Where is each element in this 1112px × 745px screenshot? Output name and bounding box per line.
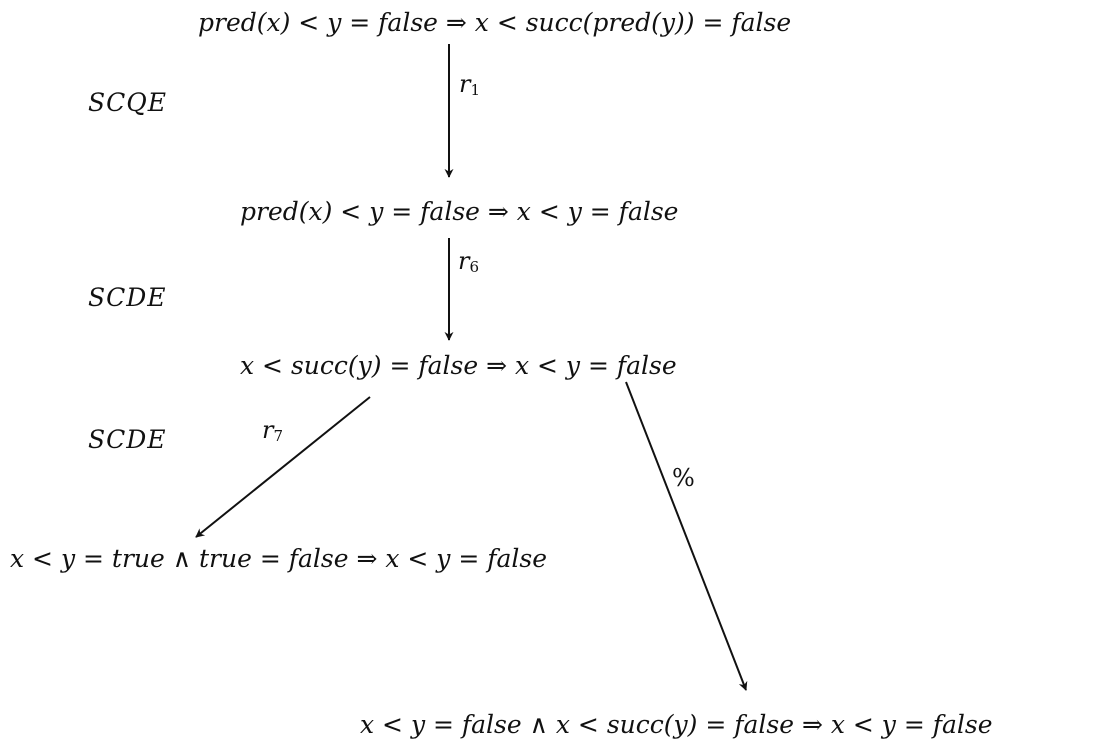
term-node-2: pred(x) < y = false ⇒ x < y = false — [240, 197, 679, 226]
side-label-scde-1: SCDE — [88, 283, 167, 312]
rule-label-r7-base: r — [262, 416, 274, 444]
rule-label-r6-base: r — [458, 247, 470, 275]
rule-label-r1-base: r — [459, 70, 471, 98]
side-label-scde-2: SCDE — [88, 425, 167, 454]
rule-label-r7: r7 — [262, 416, 283, 450]
rule-label-r6-sub: 6 — [469, 258, 480, 276]
rule-label-r1-sub: 1 — [470, 81, 481, 99]
term-node-1: pred(x) < y = false ⇒ x < succ(pred(y)) … — [198, 8, 792, 37]
rule-label-r6: r6 — [458, 247, 479, 281]
term-node-3: x < succ(y) = false ⇒ x < y = false — [240, 351, 677, 380]
side-label-scqe: SCQE — [88, 88, 167, 117]
arrow-percent — [625, 381, 748, 691]
arrow-r7 — [195, 396, 371, 538]
term-node-4: x < y = true ∧ true = false ⇒ x < y = fa… — [10, 544, 548, 573]
rule-label-r1: r1 — [459, 70, 480, 104]
rule-label-percent: % — [672, 464, 695, 492]
rule-label-r7-sub: 7 — [273, 427, 284, 445]
term-node-5: x < y = false ∧ x < succ(y) = false ⇒ x … — [360, 710, 993, 739]
